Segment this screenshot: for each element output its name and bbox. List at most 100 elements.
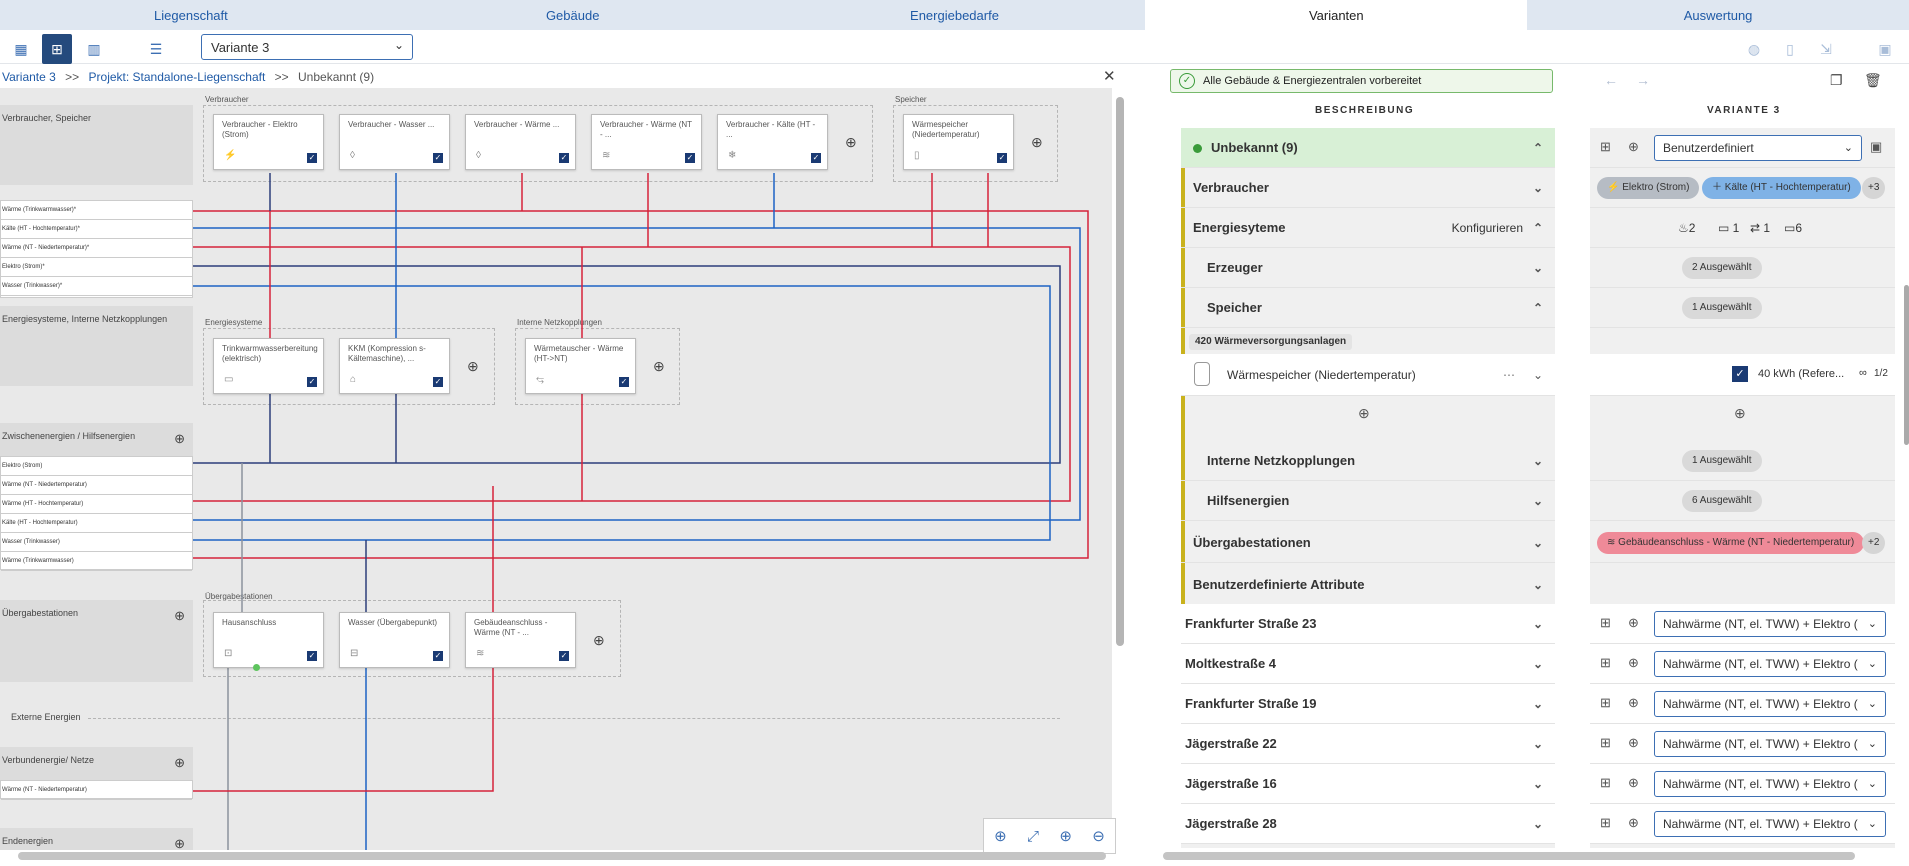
node-verbraucher-kaelte[interactable]: Verbraucher - Kälte (HT - ...❄✓ (717, 114, 828, 170)
diagram-icon[interactable]: ⊞ (1600, 615, 1611, 630)
zoom-in-icon[interactable]: ⊕ (1059, 828, 1072, 845)
add-node-icon[interactable]: ⊕ (593, 632, 605, 648)
tab-energiebedarfe[interactable]: Energiebedarfe (910, 7, 999, 23)
checkbox-checked[interactable]: ✓ (559, 651, 569, 661)
pill-elektro[interactable]: ⚡ Elektro (Strom) (1597, 177, 1700, 199)
add-circle-icon[interactable]: ⊕ (1628, 139, 1639, 154)
section-erzeuger[interactable]: Erzeuger⌄ (1181, 248, 1555, 288)
checkbox-checked[interactable]: ✓ (433, 377, 443, 387)
add-circle-icon[interactable]: ⊕ (1628, 615, 1639, 630)
node-gebaeudeanschluss[interactable]: Gebäudeanschluss - Wärme (NT - ...≋✓ (465, 612, 576, 668)
node-waermespeicher[interactable]: Wärmespeicher (Niedertemperatur)▯✓ (903, 114, 1014, 170)
tab-varianten[interactable]: Varianten (1145, 0, 1528, 30)
configure-link[interactable]: Konfigurieren (1451, 220, 1523, 235)
building-variant-select[interactable]: Nahwärme (NT, el. TWW) + Elektro (⌄ (1654, 691, 1886, 717)
building-variant-select[interactable]: Nahwärme (NT, el. TWW) + Elektro (⌄ (1654, 731, 1886, 757)
close-icon[interactable]: ✕ (1103, 68, 1116, 85)
diagram-canvas[interactable]: Verbraucher, Speicher Wärme (Trinkwarmwa… (0, 88, 1112, 850)
add-circle-icon[interactable]: ⊕ (1628, 815, 1639, 830)
save-icon[interactable]: ▣ (1870, 139, 1883, 154)
diagram-icon[interactable]: ⊞ (1600, 775, 1611, 790)
node-verbraucher-waerme-nt[interactable]: Verbraucher - Wärme (NT - ...≋✓ (591, 114, 702, 170)
building-row[interactable]: Jägerstraße 28⌄ (1181, 804, 1555, 844)
add-node-icon[interactable]: ⊕ (653, 358, 665, 374)
variant-select[interactable]: Variante 3⌄ (201, 34, 413, 60)
node-verbraucher-waerme[interactable]: Verbraucher - Wärme ...◊✓ (465, 114, 576, 170)
add-circle-icon[interactable]: ⊕ (174, 836, 185, 850)
trash-icon[interactable]: 🗑 (1864, 72, 1882, 88)
checkbox-checked[interactable]: ✓ (433, 651, 443, 661)
horizontal-scrollbar[interactable] (18, 852, 1106, 860)
building-unbekannt[interactable]: Unbekannt (9)⌃ (1181, 128, 1555, 168)
building-variant-select[interactable]: Nahwärme (NT, el. TWW) + Elektro (⌄ (1654, 771, 1886, 797)
tab-liegenschaft[interactable]: Liegenschaft (154, 7, 228, 23)
building-variant-select[interactable]: Nahwärme (NT, el. TWW) + Elektro (⌄ (1654, 611, 1886, 637)
section-verbraucher[interactable]: Verbraucher⌄ (1181, 168, 1555, 208)
tab-gebaeude[interactable]: Gebäude (545, 7, 600, 23)
node-trinkwarmwasser[interactable]: Trinkwarmwasserbereitung (elektrisch)▭✓ (213, 338, 324, 394)
list-view-icon[interactable]: ☰ (149, 40, 163, 57)
diagram-icon[interactable]: ⊞ (1600, 735, 1611, 750)
vertical-scrollbar[interactable] (1116, 97, 1124, 646)
add-circle-icon[interactable]: ⊕ (1628, 695, 1639, 710)
pill-more[interactable]: +2 (1862, 532, 1886, 554)
add-circle-icon[interactable]: ⊕ (174, 431, 185, 446)
diagram-icon[interactable]: ⊞ (1600, 655, 1611, 670)
checkbox-checked[interactable]: ✓ (685, 153, 695, 163)
diagram-icon[interactable]: ⊞ (1600, 815, 1611, 830)
checkbox-checked[interactable]: ✓ (433, 153, 443, 163)
add-circle-icon[interactable]: ⊕ (1628, 735, 1639, 750)
checkbox-checked[interactable]: ✓ (619, 377, 629, 387)
hilfs-selection[interactable]: 6 Ausgewählt (1682, 490, 1762, 512)
building-row[interactable]: Jägerstraße 16⌄ (1181, 764, 1555, 804)
add-circle-icon[interactable]: ⊕ (1628, 655, 1639, 670)
checkbox-checked[interactable]: ✓ (559, 153, 569, 163)
section-netzkopplungen[interactable]: Interne Netzkopplungen⌄ (1181, 441, 1555, 481)
speicher-selection[interactable]: 1 Ausgewählt (1682, 297, 1762, 319)
diagram-icon[interactable]: ⊞ (1600, 139, 1611, 154)
pill-more[interactable]: +3 (1862, 177, 1886, 199)
section-hilfsenergien[interactable]: Hilfsenergien⌄ (1181, 481, 1555, 521)
checkbox-checked[interactable]: ✓ (811, 153, 821, 163)
speicher-item[interactable]: Wärmespeicher (Niedertemperatur)⋯⌄ (1181, 354, 1555, 396)
building-row[interactable]: Jägerstraße 22⌄ (1181, 724, 1555, 764)
add-node-icon[interactable]: ⊕ (467, 358, 479, 374)
globe-icon[interactable]: ◍ (1747, 40, 1761, 57)
building-row[interactable]: Moltkestraße 4⌄ (1181, 644, 1555, 684)
copy-icon[interactable]: ❐ (1830, 72, 1843, 88)
building-row[interactable]: Frankfurter Straße 23⌄ (1181, 604, 1555, 644)
add-node-icon[interactable]: ⊕ (845, 134, 857, 150)
fit-screen-icon[interactable]: ⤢ (1027, 827, 1040, 845)
diagram-icon[interactable]: ⊞ (1600, 695, 1611, 710)
section-speicher[interactable]: Speicher⌃ (1181, 288, 1555, 328)
section-attribute[interactable]: Benutzerdefinierte Attribute⌄ (1181, 565, 1555, 605)
map-view-icon[interactable]: ▥ (87, 40, 101, 57)
document-icon[interactable]: ▯ (1786, 40, 1794, 57)
add-circle-icon[interactable]: ⊕ (174, 608, 185, 623)
add-circle-icon[interactable]: ⊕ (1734, 405, 1746, 421)
panel-horizontal-scrollbar[interactable] (1163, 852, 1855, 860)
node-verbraucher-wasser[interactable]: Verbraucher - Wasser ...◊✓ (339, 114, 450, 170)
grid-view-icon[interactable]: ▦ (14, 40, 28, 57)
netz-selection[interactable]: 1 Ausgewählt (1682, 450, 1762, 472)
node-verbraucher-elektro[interactable]: Verbraucher - Elektro (Strom)⚡✓ (213, 114, 324, 170)
variant-type-select[interactable]: Benutzerdefiniert⌄ (1654, 135, 1862, 161)
section-uebergabestationen[interactable]: Übergabestationen⌄ (1181, 523, 1555, 563)
save-icon[interactable]: ▣ (1878, 40, 1892, 57)
pill-gebaeudeanschluss[interactable]: ≋ Gebäudeanschluss - Wärme (NT - Niedert… (1597, 532, 1865, 554)
arrow-right-icon[interactable]: → (1636, 72, 1650, 88)
building-variant-select[interactable]: Nahwärme (NT, el. TWW) + Elektro (⌄ (1654, 651, 1886, 677)
tab-auswertung[interactable]: Auswertung (1683, 7, 1753, 23)
center-icon[interactable]: ⊕ (994, 828, 1007, 845)
node-wasser-uebergabe[interactable]: Wasser (Übergabepunkt)⊟✓ (339, 612, 450, 668)
diagram-view-icon[interactable]: ⊞ (42, 34, 72, 64)
breadcrumb-project[interactable]: Projekt: Standalone-Liegenschaft (88, 70, 266, 84)
checkbox-checked[interactable]: ✓ (307, 651, 317, 661)
add-circle-icon[interactable]: ⊕ (174, 755, 185, 770)
pill-kaelte[interactable]: ＋ Kälte (HT - Hochtemperatur) (1702, 177, 1861, 199)
node-kkm[interactable]: KKM (Kompression s-Kältemaschine), ...⌂✓ (339, 338, 450, 394)
checkbox-checked[interactable]: ✓ (1732, 366, 1748, 382)
checkbox-checked[interactable]: ✓ (307, 153, 317, 163)
breadcrumb-variant[interactable]: Variante 3 (2, 70, 56, 84)
